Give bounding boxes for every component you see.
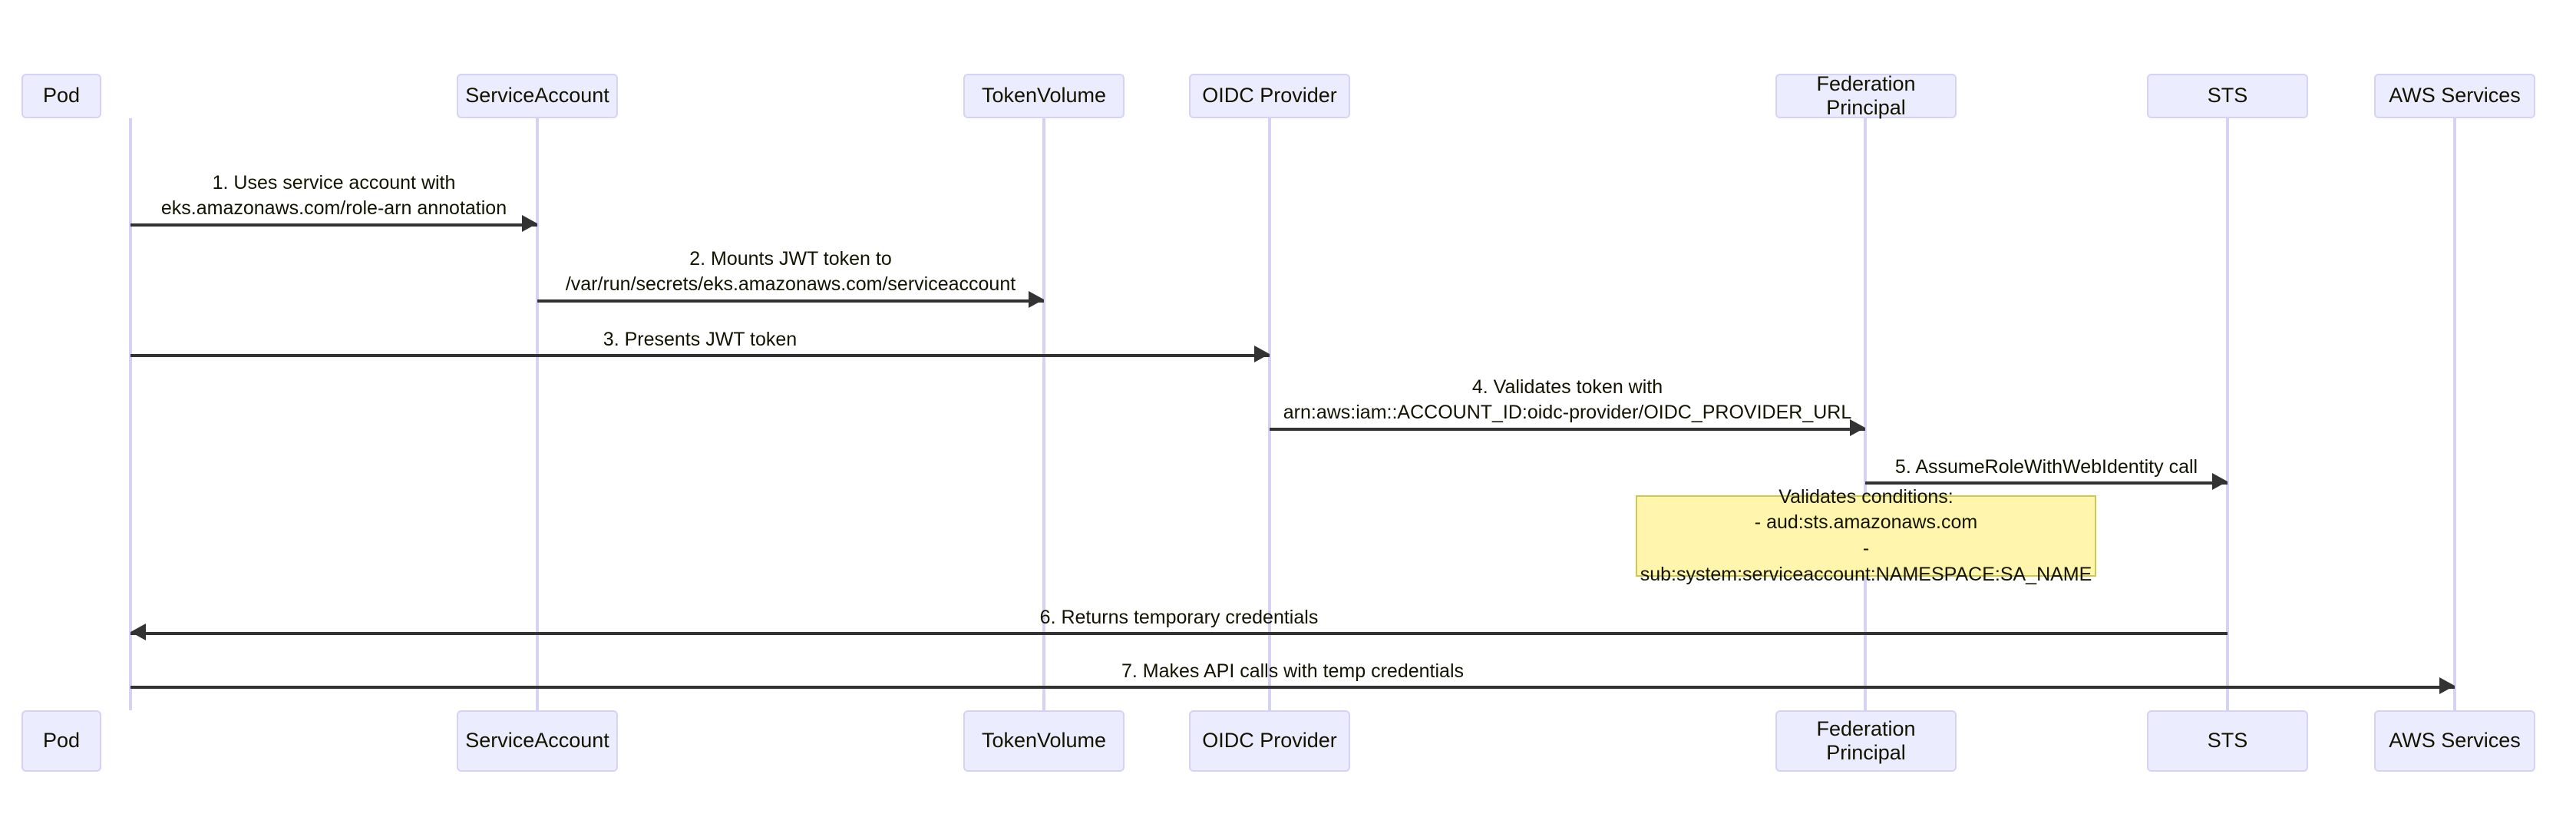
participant-top-oidc[interactable]: OIDC Provider bbox=[1189, 74, 1350, 118]
message-label-1: 1. Uses service account with eks.amazona… bbox=[160, 172, 507, 219]
message-line-6 bbox=[130, 632, 2228, 635]
participant-label: Federation Principal bbox=[1816, 71, 1916, 119]
participant-label: STS bbox=[2207, 729, 2248, 753]
message-line-7 bbox=[130, 686, 2455, 689]
participant-top-tokenvolume[interactable]: TokenVolume bbox=[963, 74, 1125, 118]
message-line-2 bbox=[537, 299, 1044, 303]
message-arrowhead-4 bbox=[1850, 419, 1865, 436]
message-arrowhead-1 bbox=[522, 215, 537, 232]
participant-label: TokenVolume bbox=[981, 729, 1107, 753]
lifeline-awsservices bbox=[2453, 118, 2456, 710]
message-line-4 bbox=[1270, 428, 1865, 431]
participant-label: AWS Services bbox=[2389, 84, 2521, 108]
participant-label: TokenVolume bbox=[981, 84, 1107, 108]
lifeline-pod bbox=[129, 118, 132, 710]
message-line-1 bbox=[130, 223, 537, 227]
lifeline-tokenvolume bbox=[1042, 118, 1045, 710]
participant-label: ServiceAccount bbox=[465, 84, 609, 108]
participant-bottom-fedprincipal[interactable]: Federation Principal bbox=[1775, 710, 1957, 772]
participant-bottom-oidc[interactable]: OIDC Provider bbox=[1189, 710, 1350, 772]
message-label-7: 7. Makes API calls with temp credentials bbox=[1121, 660, 1465, 682]
message-arrowhead-2 bbox=[1029, 291, 1044, 308]
message-label-5: 5. AssumeRoleWithWebIdentity call bbox=[1894, 456, 2198, 478]
participant-top-awsservices[interactable]: AWS Services bbox=[2374, 74, 2535, 118]
participant-top-sts[interactable]: STS bbox=[2147, 74, 2308, 118]
participant-top-fedprincipal[interactable]: Federation Principal bbox=[1775, 71, 1957, 119]
participant-top-sa[interactable]: ServiceAccount bbox=[457, 74, 618, 118]
participant-label: STS bbox=[2207, 84, 2248, 108]
participant-bottom-sa[interactable]: ServiceAccount bbox=[457, 710, 618, 772]
message-label-3: 3. Presents JWT token bbox=[603, 329, 798, 350]
message-arrowhead-7 bbox=[2439, 677, 2455, 694]
lifeline-fedprincipal bbox=[1864, 118, 1867, 710]
participant-label: Pod bbox=[42, 84, 81, 108]
lifeline-sts bbox=[2226, 118, 2229, 710]
participant-bottom-pod[interactable]: Pod bbox=[21, 710, 101, 772]
participant-bottom-tokenvolume[interactable]: TokenVolume bbox=[963, 710, 1125, 772]
message-label-4: 4. Validates token with arn:aws:iam::ACC… bbox=[1283, 376, 1852, 423]
participant-label: OIDC Provider bbox=[1202, 84, 1337, 108]
message-arrowhead-6 bbox=[130, 624, 146, 640]
message-line-3 bbox=[130, 354, 1270, 357]
message-label-2: 2. Mounts JWT token to /var/run/secrets/… bbox=[565, 248, 1016, 295]
note-validates-conditions: Validates conditions: - aud:sts.amazonaw… bbox=[1636, 486, 2096, 585]
participant-bottom-sts[interactable]: STS bbox=[2147, 710, 2308, 772]
message-arrowhead-3 bbox=[1254, 346, 1270, 362]
lifeline-oidc bbox=[1268, 118, 1271, 710]
participant-bottom-awsservices[interactable]: AWS Services bbox=[2374, 710, 2535, 772]
participant-label: Federation Principal bbox=[1816, 716, 1916, 764]
lifeline-sa bbox=[536, 118, 539, 710]
participant-label: AWS Services bbox=[2389, 729, 2521, 753]
message-arrowhead-5 bbox=[2212, 473, 2228, 490]
participant-label: OIDC Provider bbox=[1202, 729, 1337, 753]
participant-label: ServiceAccount bbox=[465, 729, 609, 753]
participant-label: Pod bbox=[42, 729, 81, 753]
participant-top-pod[interactable]: Pod bbox=[21, 74, 101, 118]
message-line-5 bbox=[1865, 481, 2228, 485]
message-label-6: 6. Returns temporary credentials bbox=[1039, 607, 1319, 628]
